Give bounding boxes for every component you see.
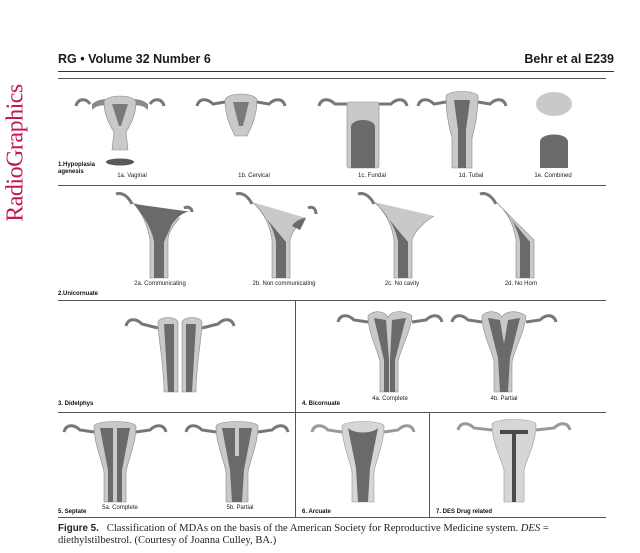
uterus-4a-bicornuate-complete (334, 310, 446, 394)
uterus-1b-cervical (191, 86, 291, 178)
caption-abbr: DES (521, 523, 540, 534)
uterus-6-arcuate (308, 420, 418, 504)
label-2b: 2b. Non communicating (252, 281, 315, 287)
category-hypoplasia: 1.Hypoplasia agenesis (58, 162, 108, 176)
label-4a: 4a. Complete (372, 396, 408, 402)
journal-logo: RadioGraphics (4, 78, 28, 228)
figure-caption: Figure 5. Classification of MDAs on the … (58, 523, 610, 547)
uterus-7-des (454, 418, 574, 504)
row-divider-3 (58, 412, 606, 413)
row-divider-1 (58, 185, 606, 186)
uterus-2b-non-communicating (228, 190, 318, 280)
uterus-3-didelphys (122, 314, 238, 396)
uterus-4b-bicornuate-partial (448, 310, 560, 394)
running-header: RG • Volume 32 Number 6 Behr et al E239 (58, 52, 614, 68)
journal-issue: RG • Volume 32 Number 6 (58, 52, 211, 66)
label-5a: 5a. Complete (102, 505, 138, 511)
uterus-2c-no-cavity (350, 190, 440, 280)
category-arcuate: 6. Arcuate (302, 509, 331, 516)
uterus-5b-septate-partial (182, 420, 292, 504)
col-divider-didelphys (295, 300, 296, 412)
label-2a: 2a. Communicating (134, 281, 186, 287)
uterus-2a-communicating (106, 190, 196, 280)
uterus-1d-tubal (412, 86, 512, 178)
uterus-1e-combined (504, 86, 604, 178)
caption-label: Figure 5. (58, 523, 99, 534)
mda-classification-figure: 1a. Vaginal 1b. Cervical 1c. Fundal 1d. … (58, 78, 606, 520)
col-divider-septate (295, 412, 296, 517)
frame-bottom (58, 517, 606, 518)
author-page: Behr et al E239 (524, 52, 614, 66)
category-unicornuate: 2.Unicornuate (58, 291, 98, 298)
caption-text: Classification of MDAs on the basis of t… (107, 523, 518, 534)
category-bicornuate: 4. Bicornuate (302, 401, 340, 408)
label-1a: 1a. Vaginal (117, 173, 147, 179)
label-4b: 4b. Partial (490, 396, 517, 402)
category-septate: 5. Septate (58, 509, 86, 516)
category-didelphys: 3. Didelphys (58, 401, 93, 408)
category-des: 7. DES Drug related (436, 509, 492, 516)
label-1d: 1d. Tubal (459, 173, 484, 179)
frame-top (58, 78, 606, 79)
col-divider-arcuate (429, 412, 430, 517)
row-divider-2 (58, 300, 606, 301)
label-1c: 1c. Fundal (358, 173, 386, 179)
label-2d: 2d. No Horn (505, 281, 537, 287)
uterus-1c-fundal (313, 86, 413, 178)
label-5b: 5b. Partial (226, 505, 253, 511)
label-1e: 1e. Combined (534, 173, 571, 179)
header-rule (58, 71, 614, 72)
uterus-5a-septate-complete (60, 420, 170, 504)
label-2c: 2c. No cavity (385, 281, 419, 287)
label-1b: 1b. Cervical (238, 173, 270, 179)
uterus-2d-no-horn (472, 190, 562, 280)
